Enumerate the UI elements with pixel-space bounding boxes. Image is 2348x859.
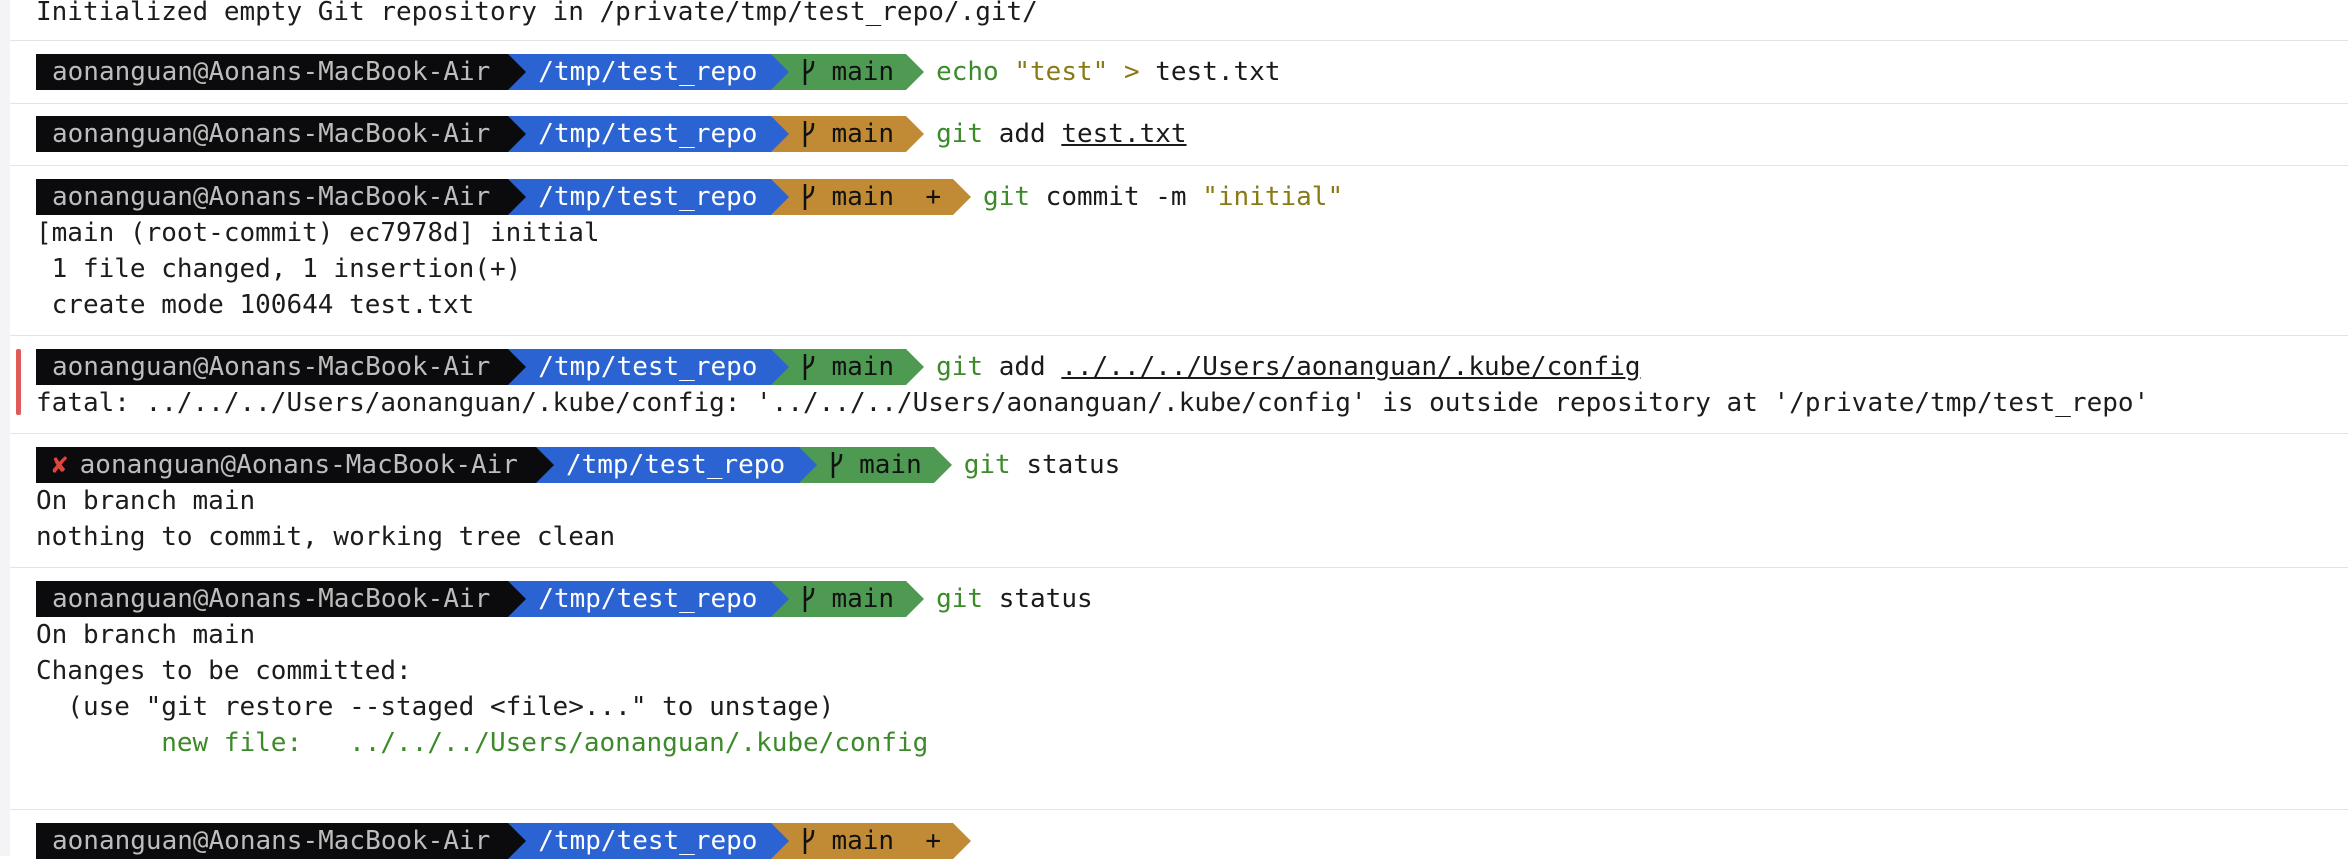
prompt-path: /tmp/test_repo — [508, 581, 790, 617]
command-line: git status — [936, 584, 1093, 614]
prompt-user-host: aonanguan@Aonans-MacBook-Air — [36, 581, 527, 617]
dirty-marker: + — [925, 826, 942, 856]
command-block-commit: aonanguan@Aonans-MacBook-Air /tmp/test_r… — [10, 165, 2348, 336]
prompt-path: /tmp/test_repo — [508, 349, 790, 385]
command-line: git status — [963, 450, 1121, 480]
prompt: ✘aonanguan@Aonans-MacBook-Air /tmp/test_… — [36, 447, 1120, 483]
prompt-user-host: aonanguan@Aonans-MacBook-Air — [36, 116, 527, 152]
git-branch-icon — [804, 354, 815, 380]
prompt-path: /tmp/test_repo — [508, 823, 790, 859]
prompt: aonanguan@Aonans-MacBook-Air /tmp/test_r… — [36, 179, 1343, 215]
command-block-echo: aonanguan@Aonans-MacBook-Air /tmp/test_r… — [10, 42, 2348, 104]
command-line: git add test.txt — [936, 119, 1187, 149]
prompt-user-host: ✘aonanguan@Aonans-MacBook-Air — [36, 447, 554, 483]
output-line: (use "git restore --staged <file>..." to… — [36, 692, 835, 722]
command-block-add-error: aonanguan@Aonans-MacBook-Air /tmp/test_r… — [10, 335, 2348, 434]
command-line: echo "test" > test.txt — [936, 57, 1281, 87]
prompt-git-branch: main — [771, 54, 925, 90]
prompt-git-branch: main — [799, 447, 952, 483]
prompt-user-host: aonanguan@Aonans-MacBook-Air — [36, 179, 527, 215]
file-link[interactable]: test.txt — [1061, 119, 1187, 149]
prompt-path: /tmp/test_repo — [508, 54, 790, 90]
staged-file-line: new file: ../../../Users/aonanguan/.kube… — [36, 728, 929, 758]
git-branch-icon — [804, 184, 815, 210]
prompt-user-host: aonanguan@Aonans-MacBook-Air — [36, 54, 527, 90]
output-line: 1 file changed, 1 insertion(+) — [36, 254, 522, 284]
prompt-git-branch: main + — [771, 179, 972, 215]
error-x-icon: ✘ — [52, 450, 68, 480]
prompt: aonanguan@Aonans-MacBook-Air /tmp/test_r… — [36, 349, 1641, 385]
output-line: [main (root-commit) ec7978d] initial — [36, 218, 600, 248]
prompt-path: /tmp/test_repo — [535, 447, 818, 483]
error-indicator-bar — [16, 349, 21, 415]
command-line: git add ../../../Users/aonanguan/.kube/c… — [936, 352, 1641, 382]
git-branch-icon — [831, 452, 843, 478]
command-line: git commit -m "initial" — [983, 182, 1344, 212]
error-output: fatal: ../../../Users/aonanguan/.kube/co… — [36, 388, 2150, 418]
prompt: aonanguan@Aonans-MacBook-Air /tmp/test_r… — [36, 116, 1187, 152]
left-gutter — [0, 0, 10, 856]
command-block-status-2: aonanguan@Aonans-MacBook-Air /tmp/test_r… — [10, 567, 2348, 810]
git-branch-icon — [804, 586, 815, 612]
output-line: On branch main — [36, 620, 256, 650]
prompt-path: /tmp/test_repo — [508, 116, 790, 152]
output-line: On branch main — [36, 486, 256, 516]
output-line: Changes to be committed: — [36, 656, 412, 686]
prompt-user-host: aonanguan@Aonans-MacBook-Air — [36, 349, 527, 385]
git-branch-icon — [804, 59, 815, 85]
command-block-add: aonanguan@Aonans-MacBook-Air /tmp/test_r… — [10, 103, 2348, 166]
prompt-git-branch: main — [771, 116, 925, 152]
prompt-path: /tmp/test_repo — [508, 179, 790, 215]
command-block-status-1: ✘aonanguan@Aonans-MacBook-Air /tmp/test_… — [10, 433, 2348, 568]
init-output: Initialized empty Git repository in /pri… — [36, 0, 1038, 27]
git-branch-icon — [804, 828, 815, 854]
output-line: create mode 100644 test.txt — [36, 290, 475, 320]
prompt-user-host: aonanguan@Aonans-MacBook-Air — [36, 823, 527, 859]
prompt: aonanguan@Aonans-MacBook-Air /tmp/test_r… — [36, 581, 1093, 617]
prompt: aonanguan@Aonans-MacBook-Air /tmp/test_r… — [36, 823, 972, 859]
prompt-git-branch: main + — [771, 823, 972, 859]
prompt-git-branch: main — [771, 349, 925, 385]
git-branch-icon — [804, 121, 815, 147]
output-line: nothing to commit, working tree clean — [36, 522, 616, 552]
output-block-init: Initialized empty Git repository in /pri… — [10, 0, 2348, 41]
file-link[interactable]: ../../../Users/aonanguan/.kube/config — [1061, 352, 1641, 382]
dirty-marker: + — [925, 182, 942, 212]
current-prompt-block[interactable]: aonanguan@Aonans-MacBook-Air /tmp/test_r… — [10, 809, 2348, 859]
prompt: aonanguan@Aonans-MacBook-Air /tmp/test_r… — [36, 54, 1280, 90]
prompt-git-branch: main — [771, 581, 925, 617]
